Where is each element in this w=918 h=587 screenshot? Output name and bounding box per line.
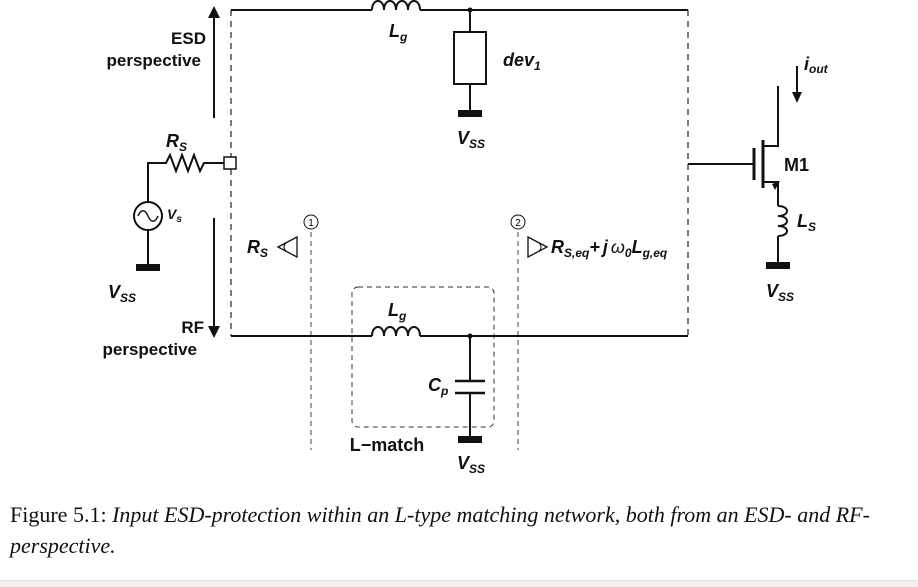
ground-top bbox=[458, 110, 482, 117]
esd-perspective-label: ESD bbox=[171, 29, 206, 48]
rf-perspective-arrow bbox=[208, 218, 220, 338]
ls-label: LS bbox=[797, 211, 816, 234]
input-pad bbox=[223, 156, 237, 170]
marker-1: 1 bbox=[308, 218, 314, 229]
ls-inductor bbox=[777, 205, 788, 237]
esd-perspective-label-2: perspective bbox=[107, 51, 202, 70]
rs-source-label: RS bbox=[166, 131, 187, 154]
caption-text: Input ESD-protection within an L-type ma… bbox=[10, 502, 870, 558]
vss-bottom-label: VSS bbox=[457, 453, 485, 476]
rf-perspective-label-2: perspective bbox=[103, 340, 198, 359]
marker-2: 2 bbox=[515, 218, 521, 229]
vs-source bbox=[133, 201, 163, 231]
vs-source-label: Vs bbox=[167, 206, 182, 225]
rf-perspective-label: RF bbox=[181, 318, 204, 337]
dev1-label: dev1 bbox=[503, 50, 541, 73]
circuit-diagram: ESD perspective RF perspective RS Vs VSS… bbox=[103, 0, 829, 476]
rs-resistor bbox=[147, 152, 224, 174]
ground-right bbox=[766, 262, 790, 269]
m1-drain bbox=[763, 86, 779, 147]
vss-right-label: VSS bbox=[766, 281, 794, 304]
eye-left-icon bbox=[276, 235, 298, 259]
vss-left-label: VSS bbox=[108, 282, 136, 305]
eye-right-icon bbox=[527, 235, 549, 259]
lmatch-label: L−match bbox=[350, 435, 425, 455]
dev1-box bbox=[453, 31, 487, 85]
iout-label: iout bbox=[804, 54, 829, 76]
figure-caption: Figure 5.1: Input ESD-protection within … bbox=[10, 499, 910, 561]
lg-bottom-label: Lg bbox=[388, 300, 407, 323]
bottom-bar bbox=[0, 580, 918, 587]
m1-label: M1 bbox=[784, 155, 809, 175]
rs-view-label: RS bbox=[247, 237, 268, 260]
lmatch-box bbox=[351, 286, 495, 428]
vss-top-label: VSS bbox=[457, 128, 485, 151]
lg-bottom-inductor bbox=[371, 326, 421, 337]
caption-prefix: Figure 5.1: bbox=[10, 502, 113, 527]
lg-top-label: Lg bbox=[389, 21, 408, 44]
cp-label: Cp bbox=[428, 375, 448, 398]
ground-bottom bbox=[458, 436, 482, 443]
esd-perspective-arrow bbox=[208, 6, 220, 118]
iout-arrow bbox=[792, 66, 802, 103]
ground-left bbox=[136, 264, 160, 271]
lg-top-inductor bbox=[371, 0, 421, 11]
